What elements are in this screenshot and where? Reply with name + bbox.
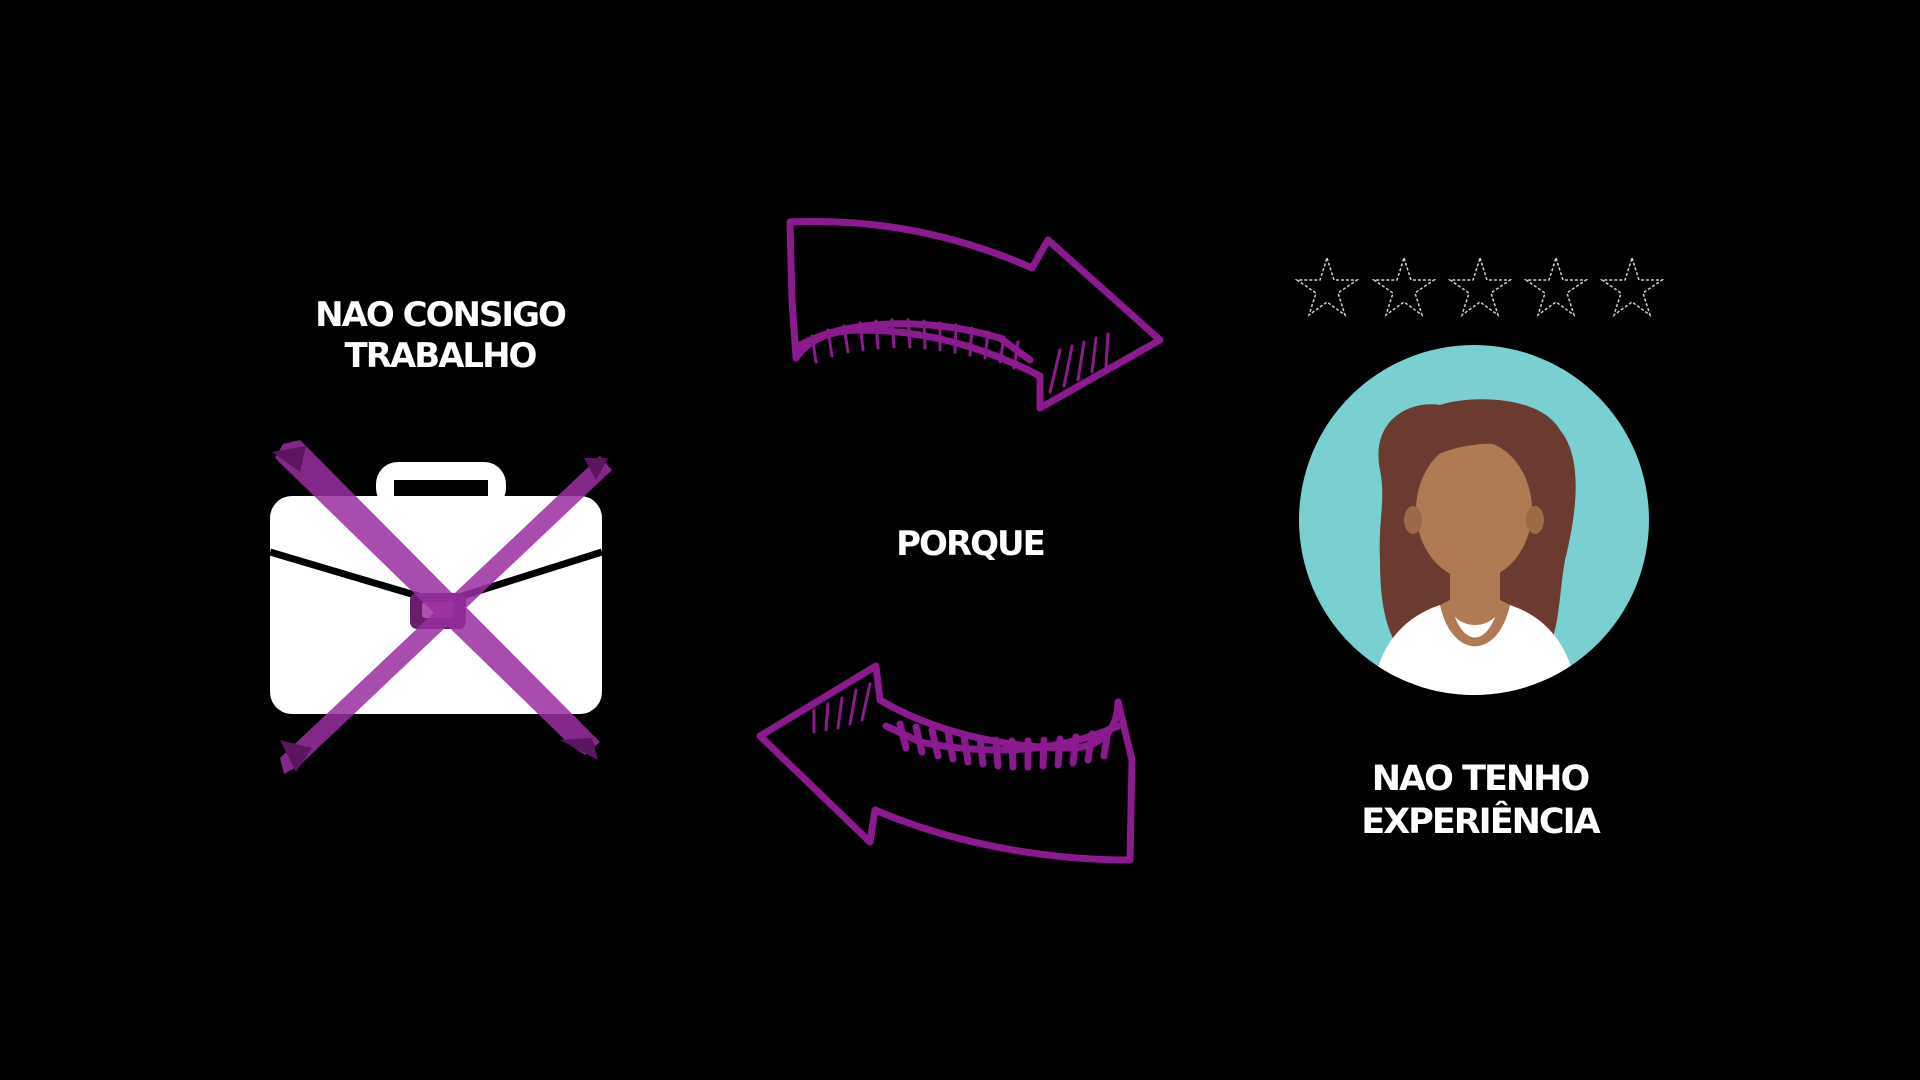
caption-no-job: NAO CONSIGO TRABALHO	[300, 295, 580, 378]
arrow-right-icon	[790, 221, 1160, 408]
avatar-woman-icon	[1299, 345, 1649, 700]
arrow-left-icon	[760, 666, 1132, 860]
star-icon	[1450, 258, 1510, 315]
caption-because: PORQUE	[860, 524, 1080, 565]
caption-no-job-line2: TRABALHO	[300, 336, 580, 377]
caption-because-text: PORQUE	[860, 524, 1080, 565]
star-icon	[1602, 258, 1662, 315]
caption-no-job-line1: NAO CONSIGO	[300, 295, 580, 336]
star-icon	[1297, 258, 1357, 315]
caption-no-experience: NAO TENHO EXPERIÊNCIA	[1330, 758, 1630, 843]
caption-no-experience-line1: NAO TENHO	[1330, 758, 1630, 801]
star-icon	[1526, 258, 1586, 315]
caption-no-experience-line2: EXPERIÊNCIA	[1330, 801, 1630, 844]
star-icon	[1374, 258, 1434, 315]
star-rating	[1297, 258, 1662, 315]
